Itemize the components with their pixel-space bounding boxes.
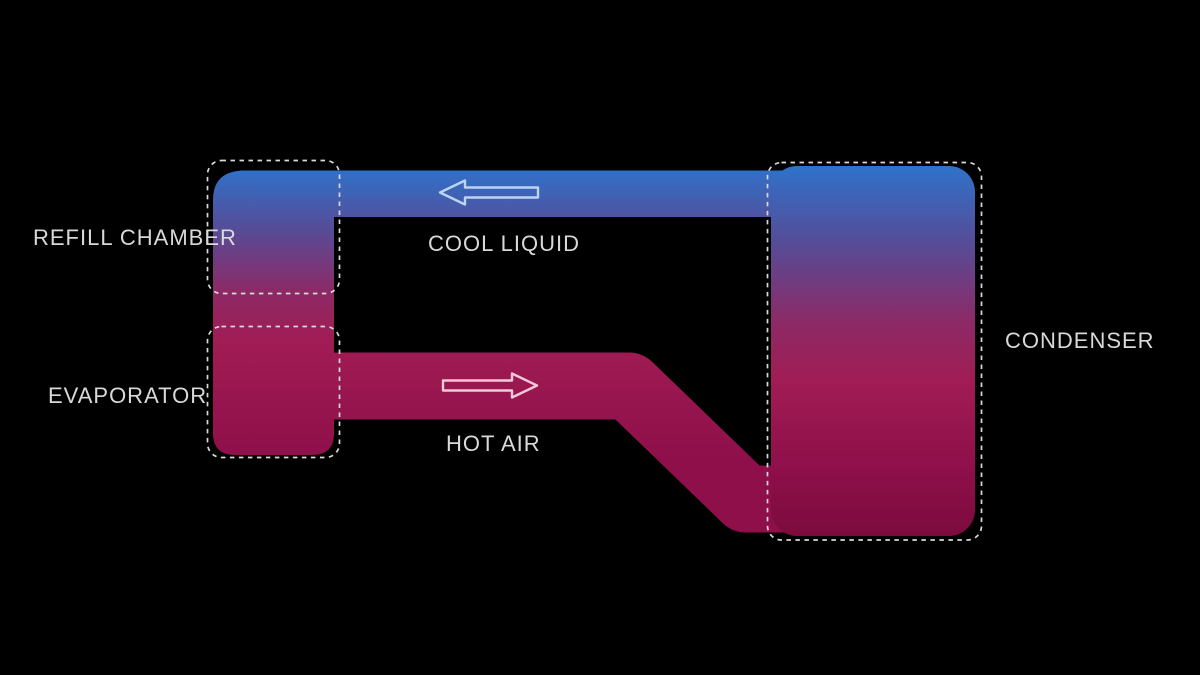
condenser-body <box>771 166 975 536</box>
evaporator-label: EVAPORATOR <box>48 383 207 408</box>
condenser-label: CONDENSER <box>1005 328 1155 353</box>
cool-liquid-label: COOL LIQUID <box>428 231 580 256</box>
refill-chamber-label: REFILL CHAMBER <box>33 225 237 250</box>
refill-evaporator-column <box>213 170 334 455</box>
condenser-outline <box>766 161 983 541</box>
hot-air-label: HOT AIR <box>446 431 541 456</box>
cool-liquid-pipe <box>240 170 860 217</box>
hot-air-arrow-icon <box>441 372 539 399</box>
cool-liquid-arrow-icon <box>438 179 540 206</box>
